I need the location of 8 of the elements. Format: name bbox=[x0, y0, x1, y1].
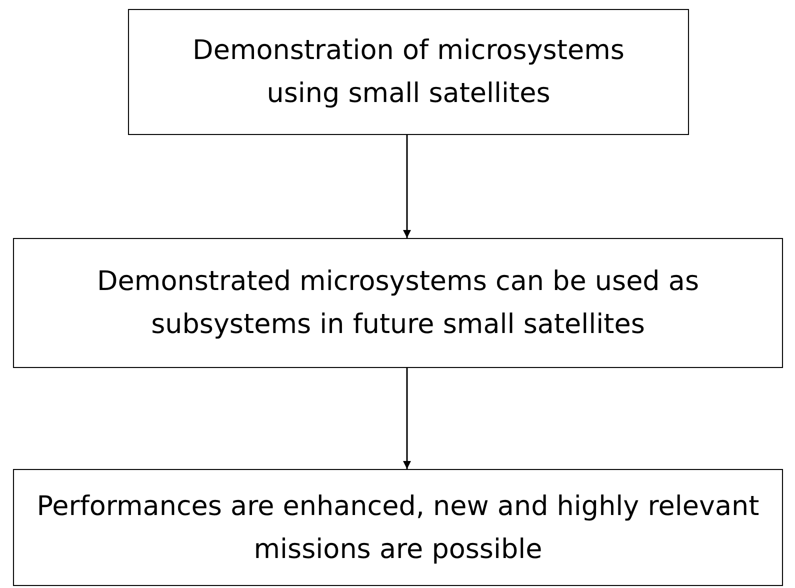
box-text: Demonstration of microsystems using small satellites bbox=[192, 34, 626, 111]
box-text: Performances are enhanced, new and highly relevant missions are possible bbox=[36, 490, 760, 566]
arrow bbox=[403, 368, 411, 469]
box-text: Demonstrated microsystems can be used as subsystems in future small satellites bbox=[96, 265, 700, 342]
process-box bbox=[13, 238, 783, 368]
process-box bbox=[13, 469, 783, 586]
arrow bbox=[403, 135, 411, 238]
process-box bbox=[128, 9, 689, 135]
